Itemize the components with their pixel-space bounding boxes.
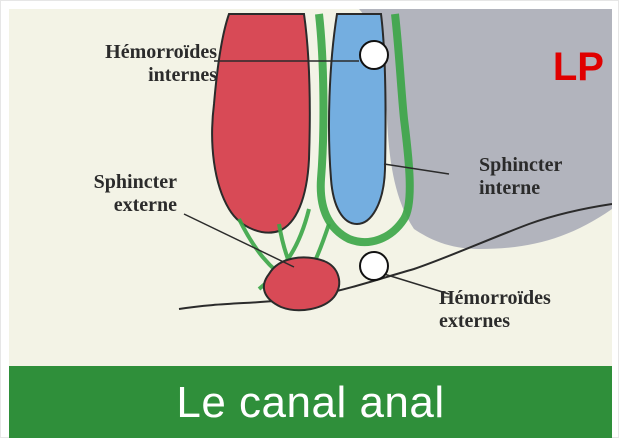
label-sphincter-interne-line-2: interne xyxy=(479,177,609,200)
internal-hemorrhoid xyxy=(212,14,310,233)
lp-badge: LP xyxy=(553,47,604,87)
label-sphincter-externe-line-2: externe xyxy=(27,194,177,217)
footer-title: Le canal anal xyxy=(176,381,444,425)
footer-banner: Le canal anal xyxy=(9,366,612,438)
marker-top xyxy=(360,41,388,69)
label-hemorroides-internes: Hémorroïdes internes xyxy=(27,41,217,87)
external-hemorrhoid xyxy=(264,257,339,310)
diagram-canvas: Hémorroïdes internes Sphincter externe S… xyxy=(9,9,612,366)
label-hemorroides-externes-line-2: externes xyxy=(439,310,609,333)
label-hemorroides-internes-line-2: internes xyxy=(27,64,217,87)
label-hemorroides-externes: Hémorroïdes externes xyxy=(439,287,609,333)
label-sphincter-interne: Sphincter interne xyxy=(479,154,609,200)
label-sphincter-externe-line-1: Sphincter xyxy=(27,171,177,194)
label-sphincter-externe: Sphincter externe xyxy=(27,171,177,217)
label-sphincter-interne-line-1: Sphincter xyxy=(479,154,609,177)
marker-bottom xyxy=(360,252,388,280)
label-hemorroides-internes-line-1: Hémorroïdes xyxy=(27,41,217,64)
label-hemorroides-externes-line-1: Hémorroïdes xyxy=(439,287,609,310)
